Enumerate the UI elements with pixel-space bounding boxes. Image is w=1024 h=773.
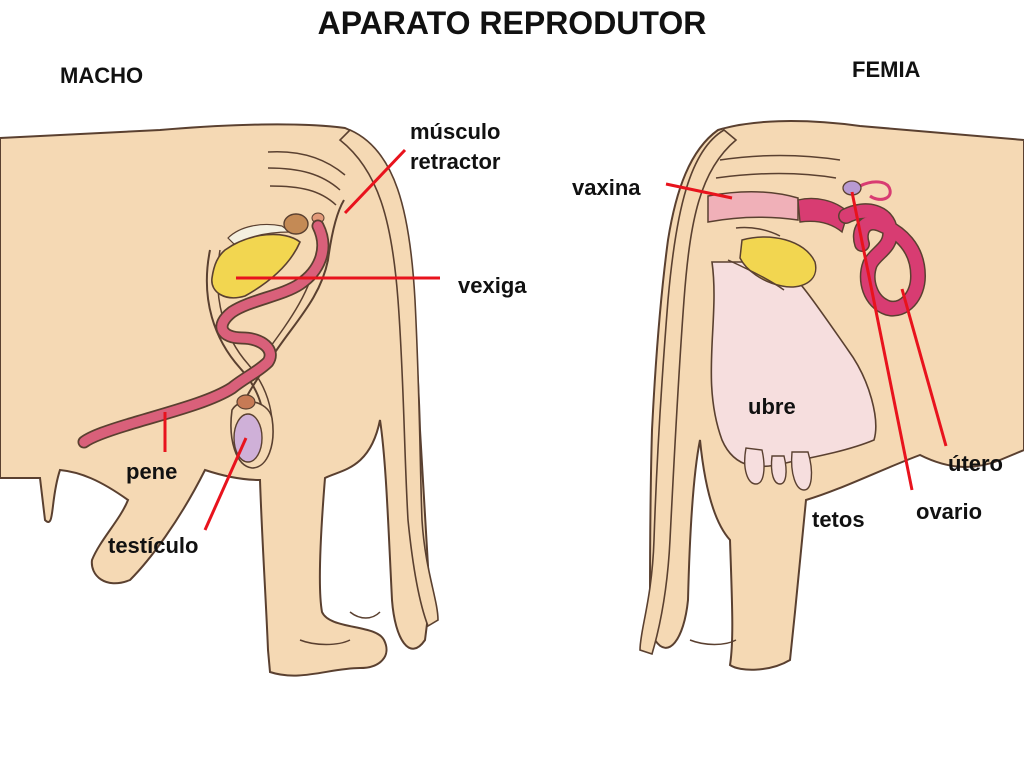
label-udder: ubre [748, 394, 796, 419]
label-uterus: útero [948, 451, 1003, 476]
female-tail [639, 129, 738, 656]
udder [710, 261, 877, 468]
male-gland [283, 213, 309, 235]
leader-lines [163, 148, 948, 531]
female-panel [639, 120, 1024, 671]
teat [770, 455, 787, 485]
male-panel [0, 123, 439, 677]
leader-ovary [850, 191, 914, 491]
label-muscle-line2: retractor [410, 149, 501, 174]
label-teats: tetos [812, 507, 865, 532]
page-title: APARATO REPRODUTOR [317, 5, 707, 41]
label-bladder: vexiga [458, 273, 527, 298]
vagina [707, 191, 799, 223]
section-label-male: MACHO [60, 63, 144, 88]
label-muscle-line1: músculo [410, 119, 501, 144]
label-vagina: vaxina [572, 175, 641, 200]
label-ovary: ovario [916, 499, 983, 524]
male-tail [338, 129, 439, 628]
leader-muscle [343, 148, 407, 215]
leader-vagina [665, 182, 733, 200]
leader-uterus [900, 288, 948, 447]
teat [790, 451, 813, 491]
section-label-female: FEMIA [852, 57, 921, 82]
teat [744, 447, 765, 485]
label-testicle: testículo [108, 533, 199, 558]
leader-testicle [203, 437, 248, 531]
male-bladder [211, 233, 301, 299]
label-penis: pene [126, 459, 178, 484]
